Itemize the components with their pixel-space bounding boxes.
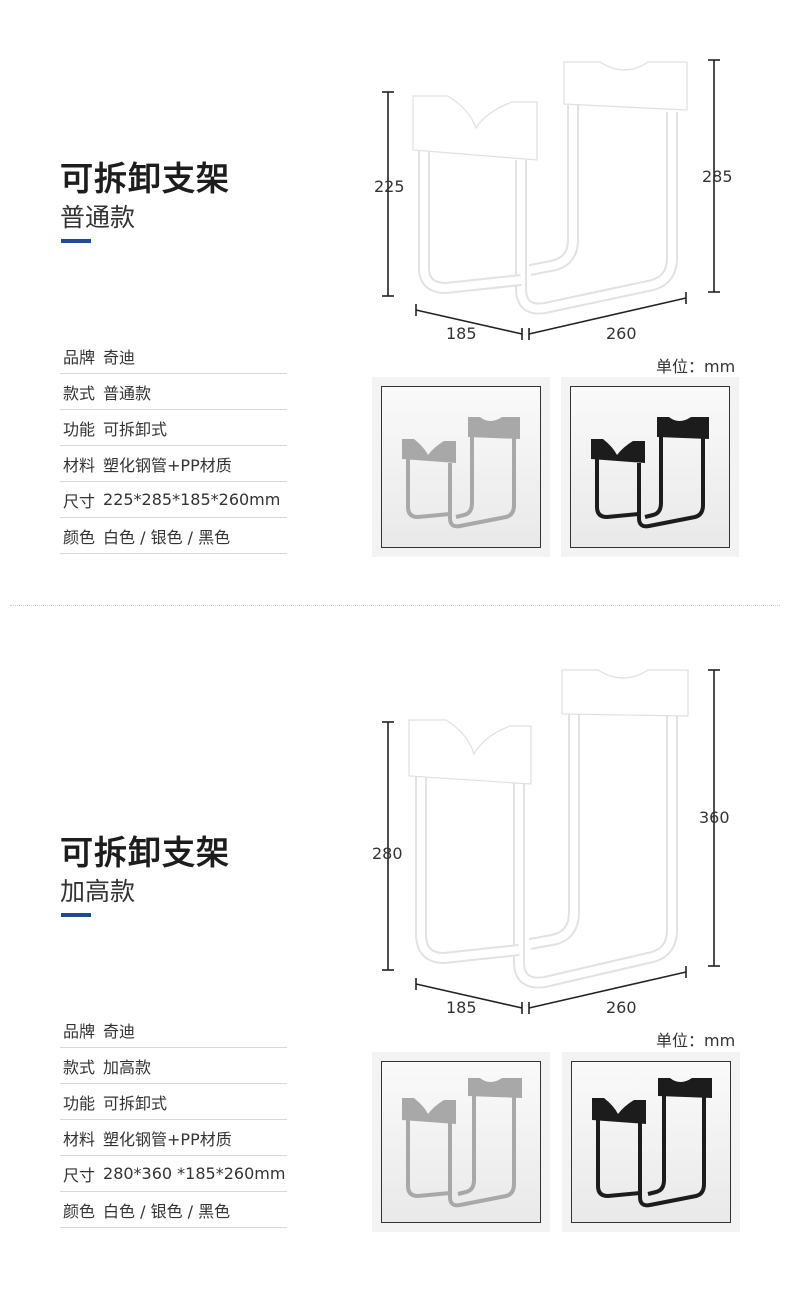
spec-row-material: 材料 塑化钢管+PP材质 [60,446,287,482]
spec-value: 可拆卸式 [103,1093,168,1113]
spec-row-size: 尺寸 225*285*185*260mm [60,482,287,518]
spec-value: 加高款 [103,1057,152,1077]
spec-value: 普通款 [103,383,152,403]
product-photo-silver [372,377,550,557]
dim-right-height: 360 [699,808,730,827]
spec-row-function: 功能 可拆卸式 [60,410,287,446]
spec-key: 品牌 [63,347,96,367]
spec-value: 225*285*185*260mm [103,490,281,509]
dimension-diagram: 225 285 185 260 [374,59,733,343]
product-variant: 普通款 [60,203,136,232]
section-standard: 225 285 185 260 可拆卸支架 普通款 单位：mm 品牌 奇迪 款式… [0,0,790,600]
title-accent-bar [61,913,91,917]
section-divider [10,605,780,606]
spec-value: 白色 / 银色 / 黑色 [103,527,231,547]
spec-row-style: 款式 加高款 [60,1048,287,1084]
dim-depth-left: 185 [446,324,477,343]
unit-label: 单位：mm [656,1031,736,1050]
spec-row-material: 材料 塑化钢管+PP材质 [60,1120,287,1156]
product-photo-black [561,377,739,557]
spec-key: 功能 [63,419,96,439]
spec-key: 颜色 [63,1201,96,1221]
spec-row-color: 颜色 白色 / 银色 / 黑色 [60,518,287,554]
spec-row-style: 款式 普通款 [60,374,287,410]
title-accent-bar [61,239,91,243]
spec-key: 品牌 [63,1021,96,1041]
product-photo-black [562,1052,740,1232]
spec-key: 功能 [63,1093,96,1113]
spec-key: 款式 [63,1057,96,1077]
spec-value: 塑化钢管+PP材质 [103,455,232,475]
dim-depth-right: 260 [606,324,637,343]
spec-row-brand: 品牌 奇迪 [60,1012,287,1048]
spec-value: 280*360 *185*260mm [103,1164,286,1183]
spec-value: 奇迪 [103,1021,136,1041]
product-title: 可拆卸支架 [60,159,230,198]
dim-left-height: 280 [372,844,403,863]
spec-key: 颜色 [63,527,96,547]
product-title: 可拆卸支架 [60,833,230,872]
spec-key: 款式 [63,383,96,403]
spec-value: 奇迪 [103,347,136,367]
spec-row-function: 功能 可拆卸式 [60,1084,287,1120]
product-photo-silver [372,1052,550,1232]
spec-value: 白色 / 银色 / 黑色 [103,1201,231,1221]
dimension-diagram: 280 360 185 260 [372,669,730,1017]
spec-row-brand: 品牌 奇迪 [60,338,287,374]
spec-value: 塑化钢管+PP材质 [103,1129,232,1149]
dim-depth-right: 260 [606,998,637,1017]
spec-key: 材料 [63,1129,96,1149]
spec-row-size: 尺寸 280*360 *185*260mm [60,1156,287,1192]
section-tall: 280 360 185 260 可拆卸支架 加高款 单位：mm 品牌 奇迪 款式… [0,612,790,1294]
dim-depth-left: 185 [446,998,477,1017]
spec-table: 品牌 奇迪 款式 加高款 功能 可拆卸式 材料 塑化钢管+PP材质 尺寸 280… [60,1012,287,1228]
spec-value: 可拆卸式 [103,419,168,439]
dim-right-height: 285 [702,167,733,186]
unit-label: 单位：mm [656,357,736,376]
dim-left-height: 225 [374,177,405,196]
product-variant: 加高款 [60,877,136,906]
spec-key: 尺寸 [63,1165,96,1185]
spec-key: 材料 [63,455,96,475]
spec-table: 品牌 奇迪 款式 普通款 功能 可拆卸式 材料 塑化钢管+PP材质 尺寸 225… [60,338,287,554]
spec-key: 尺寸 [63,491,96,511]
spec-row-color: 颜色 白色 / 银色 / 黑色 [60,1192,287,1228]
